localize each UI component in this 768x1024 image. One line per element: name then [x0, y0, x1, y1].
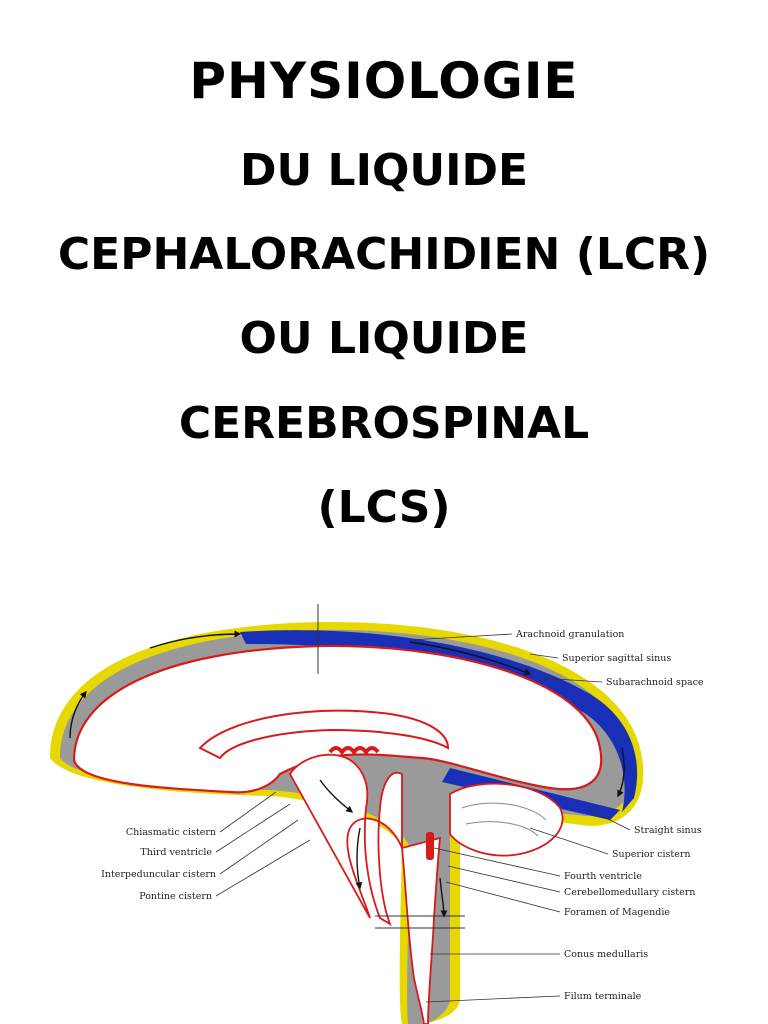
title-line-1: PHYSIOLOGIE	[189, 52, 579, 110]
label-cerebellomedullary-cistern: Cerebellomedullary cistern	[564, 887, 695, 898]
label-conus-medullaris: Conus medullaris	[564, 949, 648, 960]
title-line-4: OU LIQUIDE	[239, 313, 529, 364]
label-fourth-ventricle: Fourth ventricle	[564, 871, 642, 882]
label-arachnoid-granulation: Arachnoid granulation	[515, 629, 624, 640]
label-superior-sagittal-sinus: Superior sagittal sinus	[562, 653, 671, 664]
diagram-svg: Arachnoid granulation Superior sagittal …	[50, 604, 704, 1024]
fourth-ventricle-plexus	[426, 832, 434, 860]
label-pontine-cistern: Pontine cistern	[139, 891, 212, 902]
label-straight-sinus: Straight sinus	[634, 825, 702, 836]
leader-lines	[215, 633, 631, 1003]
title-line-2: DU LIQUIDE	[239, 145, 529, 196]
label-interpeduncular-cistern: Interpeduncular cistern	[101, 869, 216, 880]
cerebellar-folia	[461, 802, 547, 837]
title-line-5: CEREBROSPINAL	[178, 398, 590, 449]
label-superior-cistern: Superior cistern	[612, 849, 691, 860]
title-line-3: CEPHALORACHIDIEN (LCR)	[57, 229, 711, 280]
label-subarachnoid-space: Subarachnoid space	[606, 677, 704, 688]
csf-circulation-diagram: Arachnoid granulation Superior sagittal …	[30, 598, 740, 1024]
label-third-ventricle: Third ventricle	[140, 847, 212, 858]
superior-sagittal-sinus	[240, 630, 638, 812]
label-chiasmatic-cistern: Chiasmatic cistern	[126, 827, 216, 838]
brainstem	[288, 753, 403, 927]
title-line-6: (LCS)	[317, 482, 451, 533]
choroid-plexus	[328, 746, 380, 756]
flow-arrows	[69, 630, 625, 918]
corpus-callosum	[198, 709, 450, 760]
label-foramen-of-magendie: Foramen of Magendie	[564, 907, 670, 918]
cerebellum	[449, 782, 564, 857]
label-filum-terminale: Filum terminale	[564, 991, 642, 1002]
